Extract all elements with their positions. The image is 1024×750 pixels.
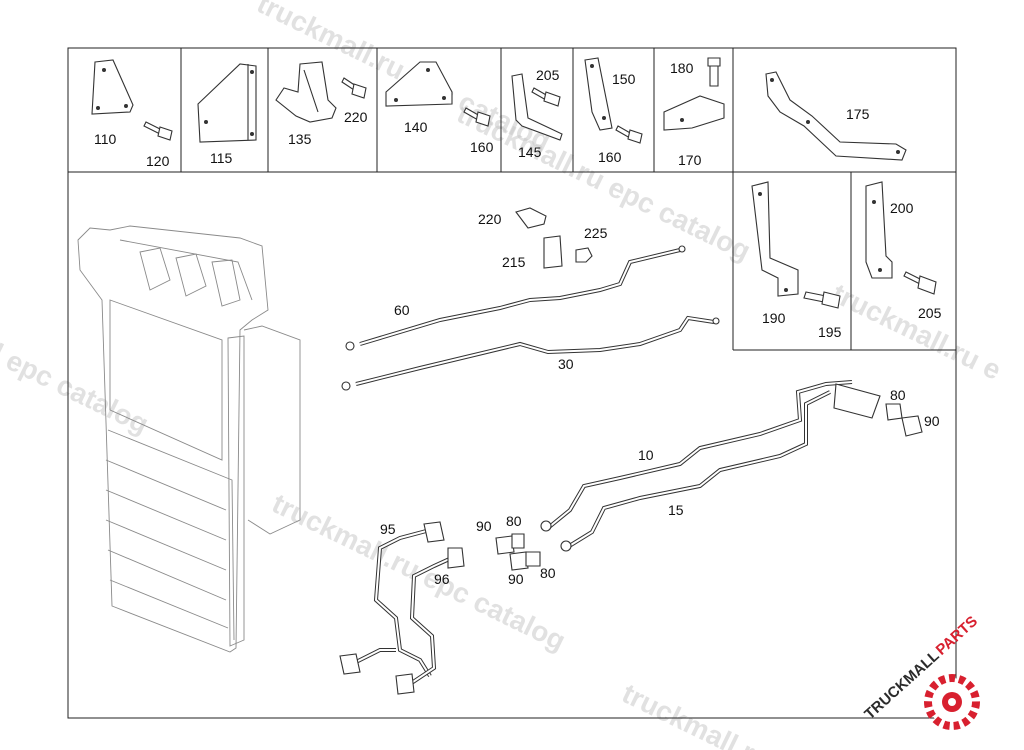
part-labels: 110 120 115 135 220 140 160 145 205 150 … [94, 60, 942, 587]
label-80: 80 [890, 387, 906, 403]
label-115: 115 [210, 150, 233, 166]
label-90: 90 [508, 571, 524, 587]
line-30 [341, 315, 720, 391]
line-10 [546, 380, 853, 530]
label-220: 220 [478, 211, 502, 227]
label-145: 145 [518, 144, 542, 160]
label-90: 90 [476, 518, 492, 534]
label-200: 200 [890, 200, 914, 216]
label-215: 215 [502, 254, 526, 270]
label-205: 205 [918, 305, 942, 321]
bracket-110 [91, 59, 134, 115]
label-80: 80 [506, 513, 522, 529]
label-90: 90 [924, 413, 940, 429]
bolt-160-a [463, 107, 491, 127]
bolt-205-b [903, 271, 937, 295]
diagram-frames [67, 47, 957, 719]
bracket-145 [511, 73, 563, 141]
label-225: 225 [584, 225, 608, 241]
bracket-190 [751, 181, 799, 297]
label-96: 96 [434, 571, 450, 587]
watermark-text: truckmall.ru e [827, 278, 1006, 386]
bracket-170 [663, 95, 725, 131]
truckmall-logo [924, 674, 980, 730]
line-60 [345, 245, 686, 351]
label-95: 95 [380, 521, 396, 537]
bolt-195 [803, 291, 841, 309]
label-120: 120 [146, 153, 170, 169]
hose-95 [373, 521, 445, 678]
label-15: 15 [668, 502, 684, 518]
bolt-120 [143, 121, 173, 141]
watermark-text: l epc catalog [0, 338, 153, 440]
label-30: 30 [558, 356, 574, 372]
label-220: 220 [344, 109, 368, 125]
label-190: 190 [762, 310, 786, 326]
watermark-text: truckmall.ru [617, 678, 775, 750]
label-160: 160 [598, 149, 622, 165]
hose-96 [339, 547, 465, 695]
label-175: 175 [846, 106, 870, 122]
label-150: 150 [612, 71, 636, 87]
bracket-175 [765, 71, 907, 161]
bolt-160-b [615, 125, 643, 144]
label-170: 170 [678, 152, 702, 168]
line-15 [564, 383, 881, 550]
bracket-150 [584, 57, 613, 131]
fittings-80-90 [495, 403, 923, 571]
label-180: 180 [670, 60, 694, 76]
label-135: 135 [288, 131, 312, 147]
clamp-215 [543, 235, 563, 269]
label-140: 140 [404, 119, 428, 135]
bracket-115 [197, 63, 257, 143]
label-160: 160 [470, 139, 494, 155]
bracket-140 [385, 61, 453, 107]
bracket-200 [865, 181, 893, 279]
nut-225 [575, 247, 593, 263]
bolt-220-top [341, 77, 367, 99]
bracket-135 [275, 61, 337, 123]
label-10: 10 [638, 447, 654, 463]
label-205: 205 [536, 67, 560, 83]
label-60: 60 [394, 302, 410, 318]
label-110: 110 [94, 131, 117, 147]
bolt-220-mid [515, 207, 547, 229]
label-195: 195 [818, 324, 842, 340]
logo-text-parts: PARTS [933, 613, 981, 659]
radiator-context [77, 225, 301, 653]
bolt-205-a [531, 87, 561, 107]
bolt-180 [707, 57, 721, 87]
label-80: 80 [540, 565, 556, 581]
